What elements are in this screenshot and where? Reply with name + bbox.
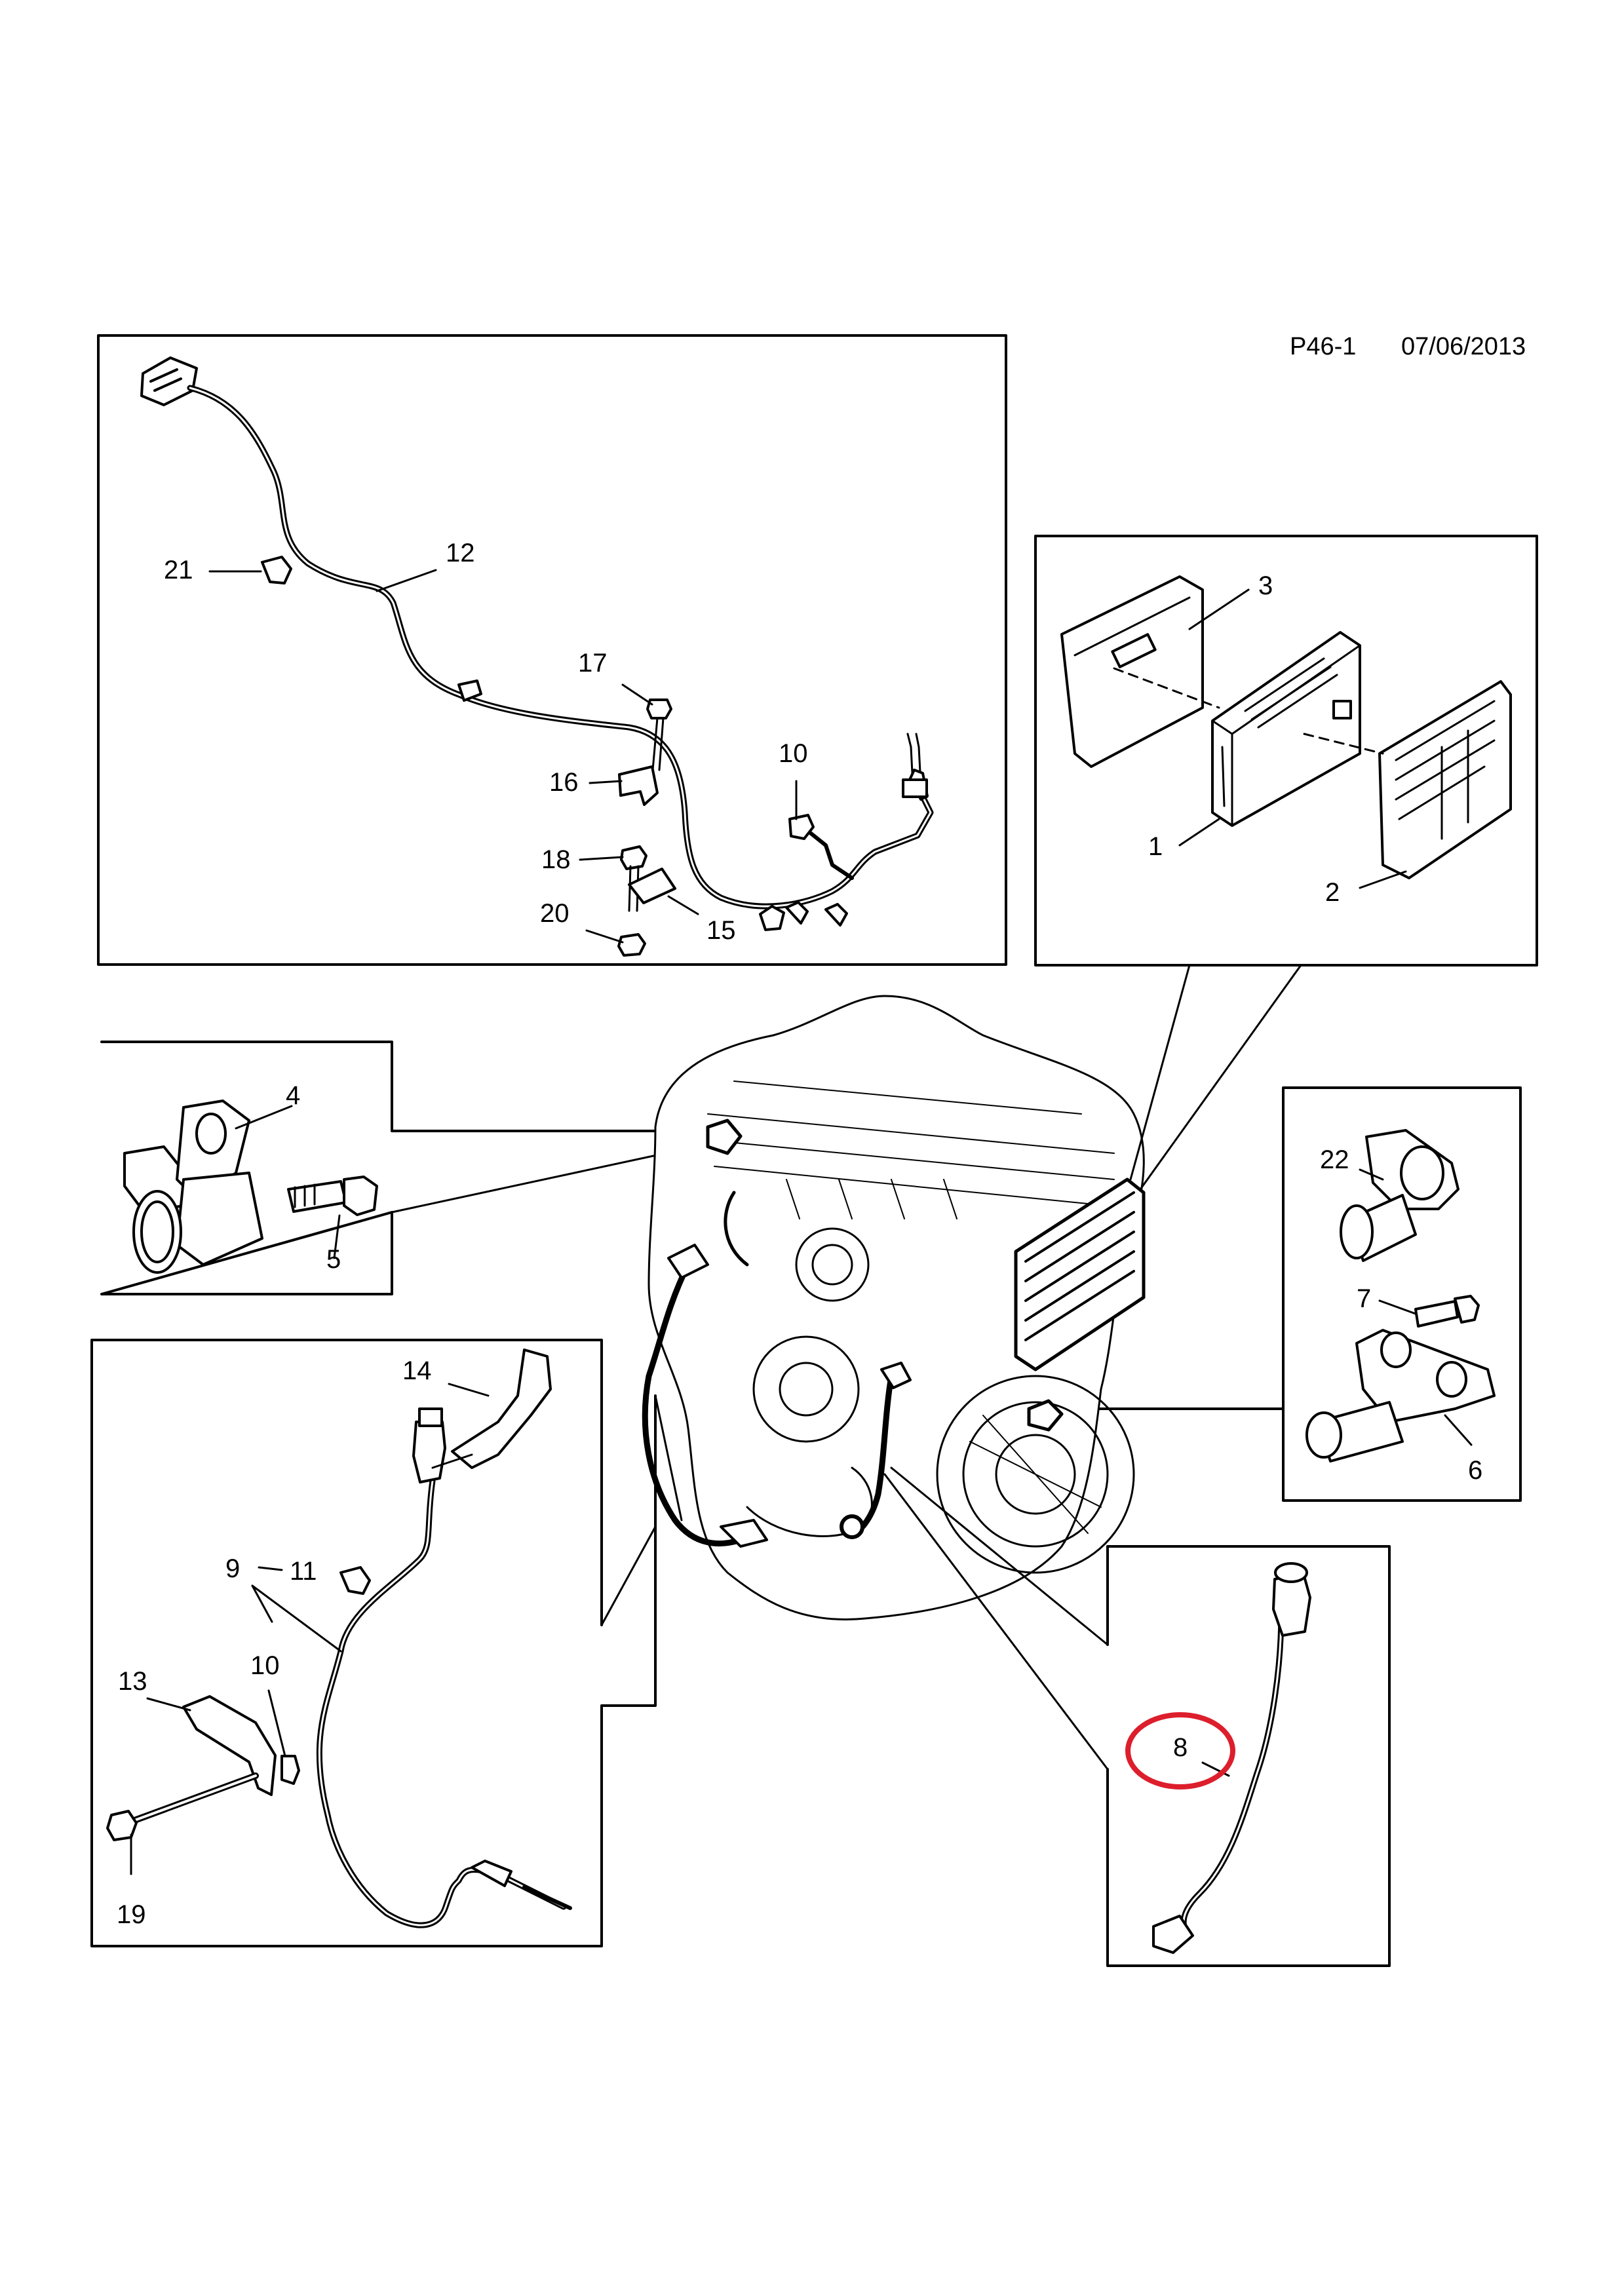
callout-14: 14: [402, 1356, 432, 1385]
bolt-7[interactable]: [1414, 1295, 1480, 1328]
callout-20: 20: [540, 899, 570, 928]
callout-5: 5: [326, 1245, 341, 1274]
callout-2: 2: [1325, 878, 1340, 907]
leader-5: [333, 1214, 341, 1259]
assembly-dashes: [1113, 667, 1384, 755]
inset-box-sensor-8: [1106, 1545, 1391, 1967]
leader-9: [251, 1584, 342, 1653]
leader-17: [621, 683, 653, 706]
callout-18: 18: [541, 845, 571, 874]
bracket-16[interactable]: [618, 765, 659, 806]
bolt-18[interactable]: [620, 845, 648, 912]
page-ref: P46-1: [1290, 333, 1357, 360]
leader-6: [1444, 1414, 1473, 1446]
engine-harness-left: [642, 1244, 768, 1548]
engine-sensor-4-mount: [706, 1119, 743, 1155]
callout-21: 21: [164, 556, 193, 584]
wiring-harness-12[interactable]: [140, 356, 934, 931]
nut-20[interactable]: [617, 933, 646, 957]
leader-20: [585, 929, 624, 944]
callout-13: 13: [118, 1667, 147, 1696]
leader-13: [146, 1697, 191, 1712]
callout-16: 16: [549, 768, 579, 797]
leader-10-bottom: [267, 1689, 286, 1757]
callout-11: 11: [290, 1557, 317, 1586]
bracket-15[interactable]: [628, 868, 676, 904]
callout-7: 7: [1357, 1284, 1372, 1313]
sensor-22[interactable]: [1340, 1129, 1460, 1262]
callout-10-bottom: 10: [250, 1651, 280, 1680]
inset-box-sensor-6: [1054, 1086, 1522, 1502]
bracket-14[interactable]: [431, 1349, 552, 1469]
leader-15: [667, 895, 699, 915]
engine-sensor-6-mount: [1027, 1399, 1064, 1432]
bolt-17[interactable]: [646, 698, 672, 771]
clip-10-top[interactable]: [788, 814, 815, 840]
callout-22: 22: [1320, 1145, 1349, 1174]
clip-21[interactable]: [261, 556, 292, 584]
callout-17: 17: [578, 649, 608, 678]
callout-3: 3: [1258, 571, 1273, 600]
inset-box-harness-12: [97, 334, 1007, 966]
callout-15: 15: [706, 916, 736, 945]
crankshaft-sensor-6[interactable]: [1305, 1329, 1496, 1463]
leader-18: [579, 856, 624, 861]
callout-9: 9: [225, 1554, 241, 1583]
leader-14: [448, 1383, 490, 1397]
leader-11: [258, 1566, 283, 1571]
callout-10-top: 10: [779, 739, 808, 768]
ecu-bracket-3[interactable]: [1060, 575, 1204, 768]
leader-4: [235, 1105, 293, 1130]
inset-box-ecu: [1034, 535, 1538, 966]
inset-box-harness-9: [90, 1339, 657, 1947]
bolt-5[interactable]: [287, 1176, 378, 1216]
bracket-13[interactable]: [182, 1695, 277, 1796]
callout-8: 8: [1173, 1733, 1188, 1762]
engine-ecu-module: [1014, 1177, 1146, 1371]
wiring-harness-9[interactable]: [316, 1407, 572, 1928]
callout-6: 6: [1468, 1456, 1483, 1485]
leader-12: [376, 569, 437, 592]
diagram-date: 07/06/2013: [1401, 333, 1526, 360]
clip-11[interactable]: [339, 1566, 371, 1595]
clip-10-bottom[interactable]: [280, 1755, 300, 1785]
leader-1: [1178, 818, 1220, 847]
leader-2: [1359, 870, 1407, 889]
callout-1: 1: [1148, 832, 1163, 861]
inset-box-sensor-4: [100, 1041, 709, 1295]
callout-12: 12: [446, 539, 475, 567]
highlight-circle-8: [1125, 1712, 1235, 1789]
oxygen-sensor-8[interactable]: [1152, 1562, 1311, 1954]
callout-4: 4: [286, 1081, 301, 1110]
leader-3: [1188, 588, 1250, 630]
ecu-module-1[interactable]: [1211, 631, 1361, 827]
ecu-cover-2[interactable]: [1378, 680, 1512, 879]
bolt-19[interactable]: [106, 1772, 259, 1841]
engine-assembly: [648, 995, 1145, 1621]
leader-22: [1359, 1168, 1384, 1181]
pointer-lines: [600, 964, 1302, 1770]
leader-16: [589, 780, 623, 784]
callout-19: 19: [117, 1900, 146, 1929]
engine-harness-right: [840, 1362, 912, 1539]
leader-7: [1378, 1299, 1417, 1315]
camshaft-sensor-4[interactable]: [123, 1100, 263, 1274]
